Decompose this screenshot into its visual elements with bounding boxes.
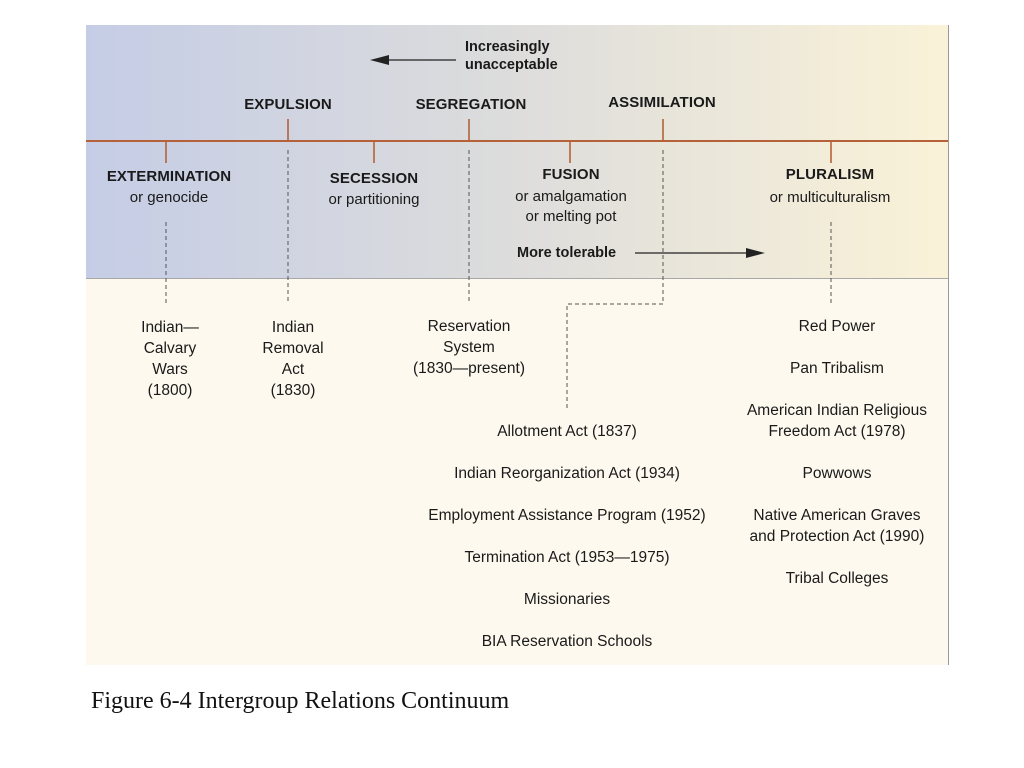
arrow-left-head bbox=[370, 55, 389, 65]
examples-segregation: Reservation System (1830—present) bbox=[413, 316, 525, 379]
example-assimilation-4: Termination Act (1953—1975) bbox=[464, 549, 670, 566]
subtitle-fusion-line: or melting pot bbox=[525, 208, 617, 225]
example-item: (1830—present) bbox=[412, 360, 526, 377]
example-assimilation-6: BIA Reservation Schools bbox=[481, 633, 653, 650]
category-pluralism: PLURALISM bbox=[785, 166, 875, 183]
example-item: American Indian Religious bbox=[746, 402, 928, 419]
category-segregation: SEGREGATION bbox=[415, 96, 527, 113]
lower-band bbox=[86, 279, 948, 665]
example-item: Wars bbox=[152, 361, 188, 378]
example-pluralism-6: Tribal Colleges bbox=[785, 570, 889, 587]
example-item: Indian bbox=[271, 319, 315, 336]
category-extermination: EXTERMINATION bbox=[106, 168, 232, 185]
category-expulsion: EXPULSION bbox=[244, 96, 332, 113]
example-item: Indian— bbox=[141, 319, 199, 336]
arrow-right-head bbox=[746, 248, 765, 258]
example-item: (1800) bbox=[147, 382, 193, 399]
subtitle-fusion: or amalgamation or melting pot bbox=[515, 187, 627, 227]
arrow-right-label: More tolerable bbox=[517, 245, 617, 261]
subtitle-pluralism: or multiculturalism bbox=[769, 189, 891, 206]
example-item: Act bbox=[281, 361, 305, 378]
example-item: (1830) bbox=[270, 382, 316, 399]
subtitle-secession: or partitioning bbox=[328, 191, 420, 208]
dash-assimilation bbox=[566, 150, 664, 408]
example-pluralism-2: Pan Tribalism bbox=[790, 360, 884, 377]
continuum-figure: Increasingly unacceptable More tolerable… bbox=[86, 25, 949, 665]
examples-expulsion: Indian Removal Act (1830) bbox=[262, 317, 323, 401]
example-item: Reservation bbox=[427, 318, 511, 335]
arrow-left-label-line: Increasingly bbox=[465, 39, 550, 55]
continuum-lines bbox=[86, 55, 948, 408]
subtitle-fusion-line: or amalgamation bbox=[515, 188, 627, 205]
example-item: Freedom Act (1978) bbox=[768, 423, 906, 440]
example-assimilation-5: Missionaries bbox=[523, 591, 611, 608]
arrow-left-label-line: unacceptable bbox=[465, 57, 558, 73]
upper-band bbox=[86, 25, 948, 279]
arrow-left-label: Increasingly unacceptable bbox=[465, 38, 558, 74]
example-pluralism-5: Native American Graves and Protection Ac… bbox=[750, 505, 925, 547]
example-assimilation-2: Indian Reorganization Act (1934) bbox=[454, 465, 680, 482]
example-item: Calvary bbox=[143, 340, 197, 357]
subtitle-extermination: or genocide bbox=[129, 189, 209, 206]
example-assimilation-3: Employment Assistance Program (1952) bbox=[428, 507, 706, 524]
example-item: System bbox=[443, 339, 495, 356]
example-item: Native American Graves bbox=[753, 507, 921, 524]
example-pluralism-4: Powwows bbox=[802, 465, 872, 482]
example-item: Removal bbox=[262, 340, 324, 357]
example-item: and Protection Act (1990) bbox=[749, 528, 925, 545]
example-pluralism-3: American Indian Religious Freedom Act (1… bbox=[747, 400, 927, 442]
example-assimilation-1: Allotment Act (1837) bbox=[497, 423, 637, 440]
category-fusion: FUSION bbox=[542, 166, 600, 183]
examples-extermination: Indian— Calvary Wars (1800) bbox=[141, 317, 199, 401]
category-assimilation: ASSIMILATION bbox=[608, 94, 716, 111]
category-secession: SECESSION bbox=[329, 170, 419, 187]
example-pluralism-1: Red Power bbox=[798, 318, 876, 335]
figure-caption: Figure 6-4 Intergroup Relations Continuu… bbox=[91, 688, 510, 714]
